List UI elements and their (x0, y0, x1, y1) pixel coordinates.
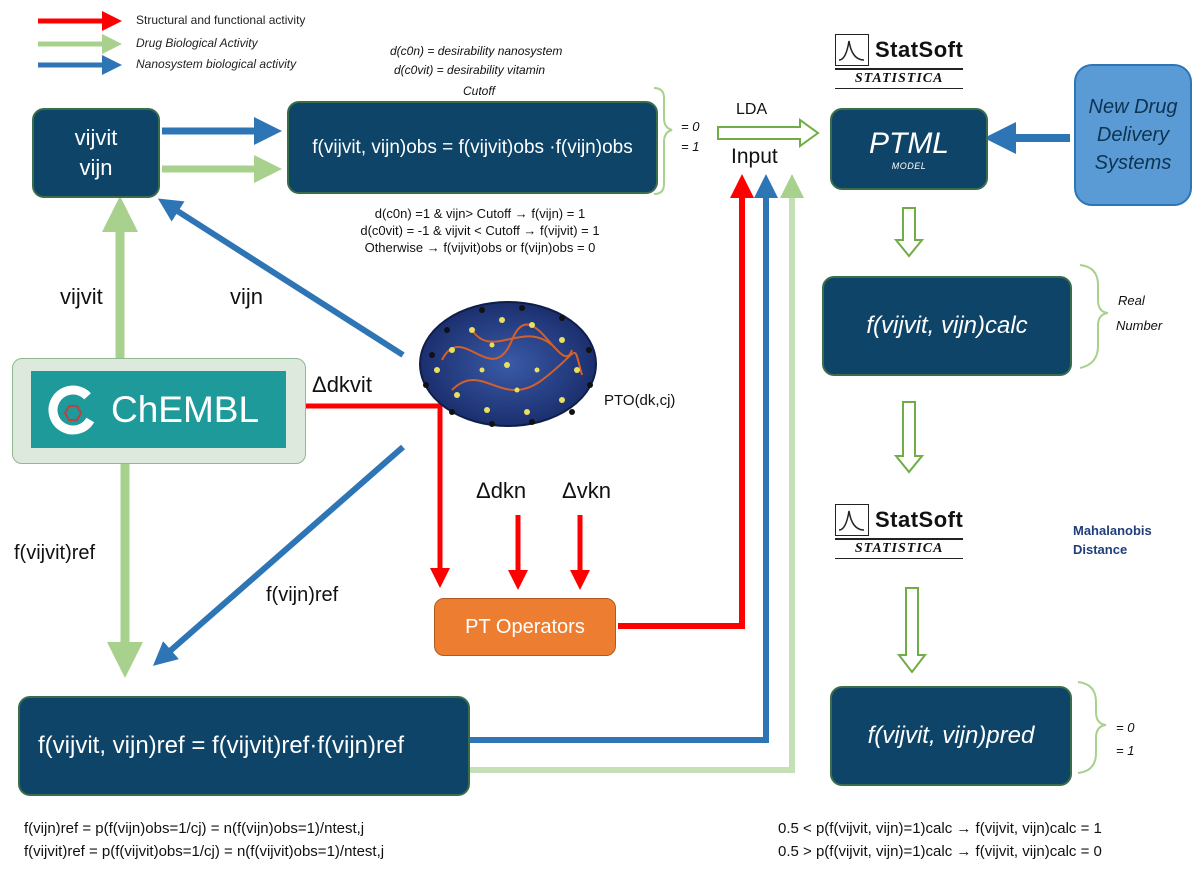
statsoft-brand: StatSoft (875, 507, 964, 532)
statistica-logo-top: StatSoft STATISTICA (835, 34, 964, 89)
arrow-red-chembl-pt (305, 403, 450, 588)
v-pair-line2: vijn (79, 155, 113, 180)
real-number-line1: Real (1118, 293, 1145, 308)
obs-output-one: = 1 (681, 139, 700, 154)
pt-operators-label: PT Operators (465, 615, 585, 638)
mahalanobis-line1: Mahalanobis (1073, 523, 1152, 538)
obs-formula-box: f(vijvit, vijn)obs = f(vijvit)obs ·f(vij… (287, 101, 658, 194)
ref-formula-vit: f(vijvit)ref = p(f(vijvit)obs=1/cj) = n(… (24, 843, 385, 860)
lda-label: LDA (736, 101, 768, 118)
label-delta-dkvit: Δdkvit (312, 372, 372, 397)
arrow-red-pt-input (618, 174, 754, 629)
ptml-subtitle: MODEL (891, 161, 927, 171)
conditions-block: d(c0n) =1 & vijn> Cutoff → f(vijn) = 1 d… (300, 205, 660, 256)
v-pair-box: vijvit vijn (32, 108, 160, 198)
statistica-product: STATISTICA (835, 68, 964, 89)
pred-output-one: = 1 (1116, 743, 1135, 758)
label-vijvit: vijvit (60, 284, 103, 309)
label-pto: PTO(dk,cj) (604, 392, 676, 409)
statsoft-brand: StatSoft (875, 37, 964, 62)
legend-label-nano: Nanosystem biological activity (136, 57, 297, 71)
input-label: Input (731, 145, 778, 168)
note-desirability-nano: d(c0n) = desirability nanosystem (390, 44, 563, 58)
note-cutoff: Cutoff (463, 84, 496, 98)
ref-formula-text: f(vijvit, vijn)ref = f(vijvit)ref·f(vijn… (38, 732, 405, 759)
statistica-chart-icon (835, 504, 869, 536)
hollow-arrows (893, 207, 928, 674)
legend-label-drug: Drug Biological Activity (136, 36, 258, 50)
pt-operators-box: PT Operators (434, 598, 616, 656)
label-delta-dkn: Δdkn (476, 478, 527, 503)
pred-box: f(vijvit, vijn)pred (830, 686, 1072, 786)
label-vijn: vijn (230, 284, 264, 309)
label-fvijvit-ref: f(vijvit)ref (14, 542, 96, 564)
condition-2: d(c0vit) = -1 & vijvit < Cutoff → f(vijv… (360, 223, 600, 238)
lda-arrow (717, 118, 820, 148)
label-delta-vkn: Δvkn (562, 478, 611, 503)
real-number-line2: Number (1116, 318, 1163, 333)
new-drug-text: New Drug Delivery Systems (1088, 96, 1178, 174)
calc-text: f(vijvit, vijn)calc (866, 312, 1028, 339)
brace-obs (653, 87, 673, 195)
arrow-blue-ref-input (470, 174, 778, 743)
obs-formula-text: f(vijvit, vijn)obs = f(vijvit)obs ·f(vij… (312, 136, 633, 158)
chembl-label: ChEMBL (111, 388, 260, 430)
v-pair-line1: vijvit (74, 125, 118, 150)
decision-rule-2: 0.5 > p(f(vijvit, vijn)=1)calc → f(vijvi… (778, 843, 1102, 860)
statistica-chart-icon (835, 34, 869, 66)
brace-calc (1079, 264, 1109, 369)
new-drug-delivery-box: New Drug Delivery Systems (1074, 64, 1192, 206)
condition-1: d(c0n) =1 & vijn> Cutoff → f(vijn) = 1 (374, 206, 586, 221)
ptml-model-box: PTML MODEL (830, 108, 988, 190)
decision-rule-1: 0.5 < p(f(vijvit, vijn)=1)calc → f(vijvi… (778, 820, 1102, 837)
brace-pred (1077, 681, 1107, 774)
statistica-logo-bottom: StatSoft STATISTICA (835, 504, 964, 559)
pred-text: f(vijvit, vijn)pred (867, 722, 1035, 749)
note-desirability-vit: d(c0vit) = desirability vitamin (394, 63, 546, 77)
arrow-blue-nano-vpair (157, 198, 405, 358)
chembl-container: ChEMBL (12, 358, 306, 464)
mahalanobis-line2: Distance (1073, 542, 1128, 557)
ptml-title: PTML (868, 127, 949, 160)
chembl-logo: ChEMBL (31, 371, 286, 448)
obs-output-zero: = 0 (681, 119, 700, 134)
calc-box: f(vijvit, vijn)calc (822, 276, 1072, 376)
condition-3: Otherwise → f(vijvit)obs or f(vijn)obs =… (364, 240, 596, 255)
arrow-blue-nano-ref (152, 444, 405, 666)
chembl-icon (48, 385, 98, 434)
ref-formula-nano: f(vijn)ref = p(f(vijn)obs=1/cj) = n(f(vi… (24, 820, 365, 837)
legend-label-structural: Structural and functional activity (136, 13, 306, 27)
arrow-green-ref-input (470, 174, 804, 773)
nanosystem-particle (419, 301, 597, 427)
label-fvijn-ref: f(vijn)ref (266, 584, 339, 606)
pred-output-zero: = 0 (1116, 720, 1135, 735)
statistica-product: STATISTICA (835, 538, 964, 559)
ref-formula-box: f(vijvit, vijn)ref = f(vijvit)ref·f(vijn… (18, 696, 470, 796)
